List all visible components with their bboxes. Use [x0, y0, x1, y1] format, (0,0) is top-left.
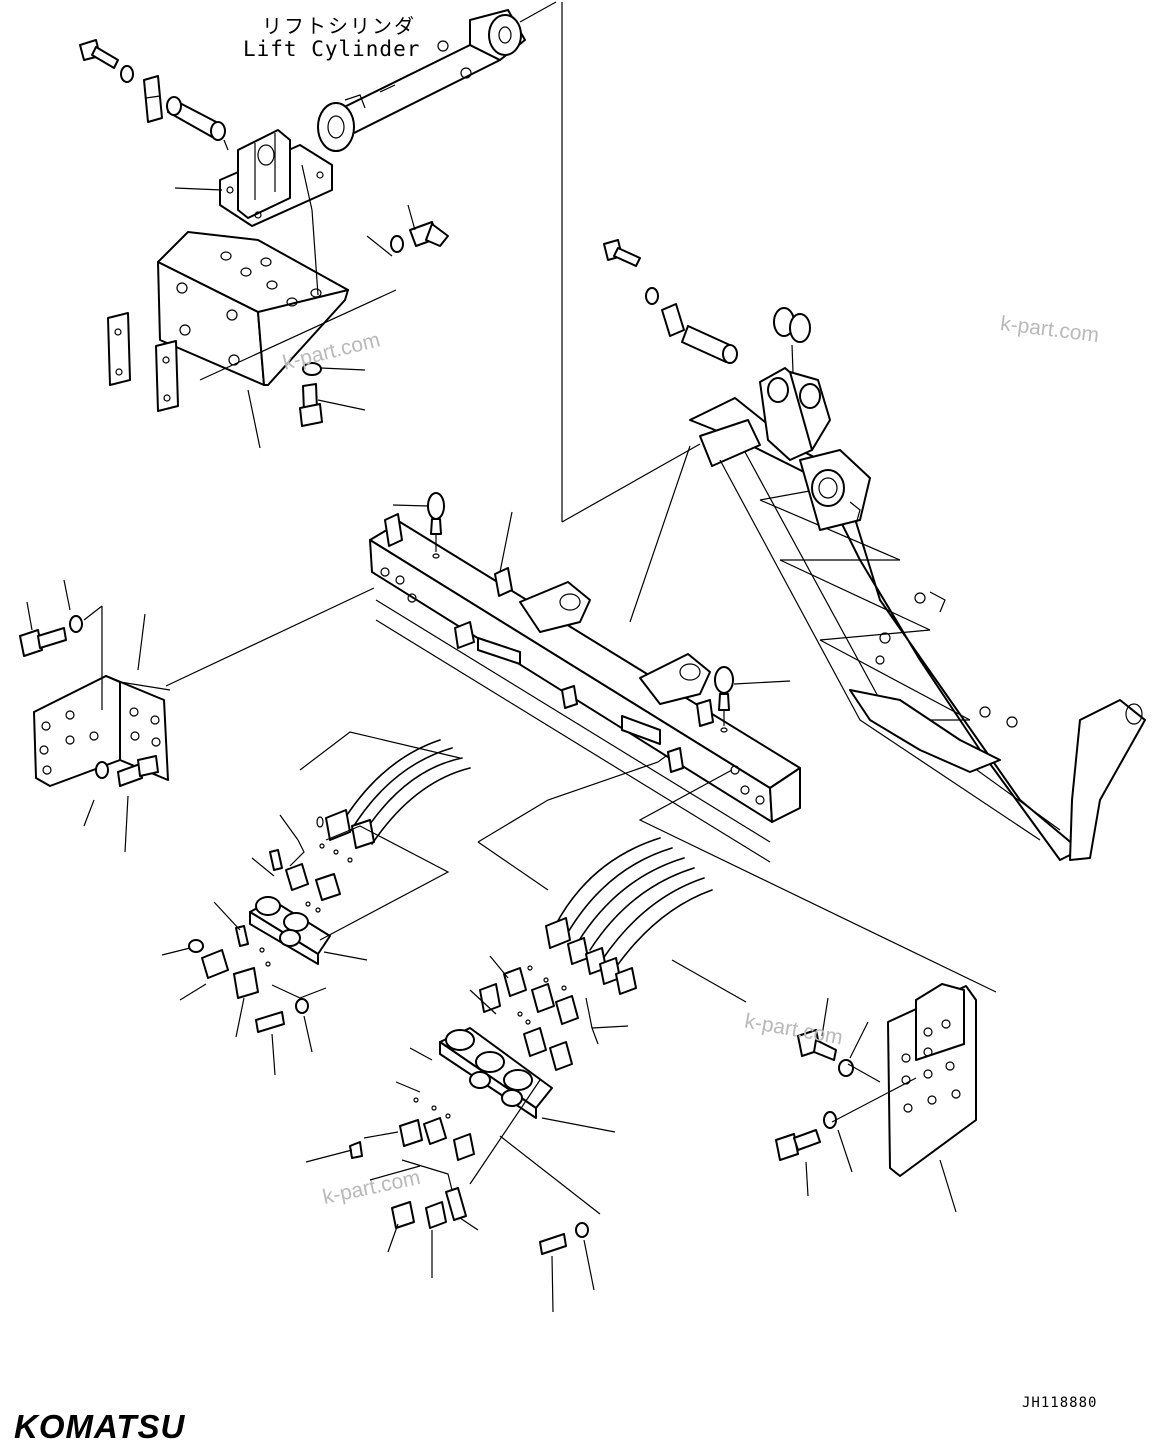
plate-bolts — [299, 221, 449, 427]
center-hoses — [477, 755, 747, 1003]
mounting-plate — [157, 231, 349, 386]
main-beam — [369, 513, 801, 863]
arm-pin-set — [603, 239, 811, 623]
left-angle-bracket — [19, 579, 375, 853]
lift-arm — [689, 367, 1146, 861]
lift-cylinder-label-jp: リフトシリンダ — [262, 14, 416, 38]
left-manifold — [161, 814, 450, 1076]
drawing-code: JH118880 — [1022, 1395, 1098, 1411]
komatsu-logo: KOMATSU — [14, 1408, 186, 1445]
right-angle-bracket — [638, 769, 997, 1213]
leaders-top — [174, 139, 416, 449]
reference-lines — [519, 1, 701, 523]
cylinder-pin-set — [79, 39, 226, 141]
center-manifold — [305, 955, 629, 1313]
shims — [107, 312, 179, 412]
lift-cylinder-label-en: Lift Cylinder — [243, 37, 421, 61]
cylinder-bracket — [219, 129, 333, 227]
eye-bolts — [392, 492, 791, 733]
left-hoses — [299, 731, 471, 849]
lift-cylinder — [317, 9, 526, 152]
